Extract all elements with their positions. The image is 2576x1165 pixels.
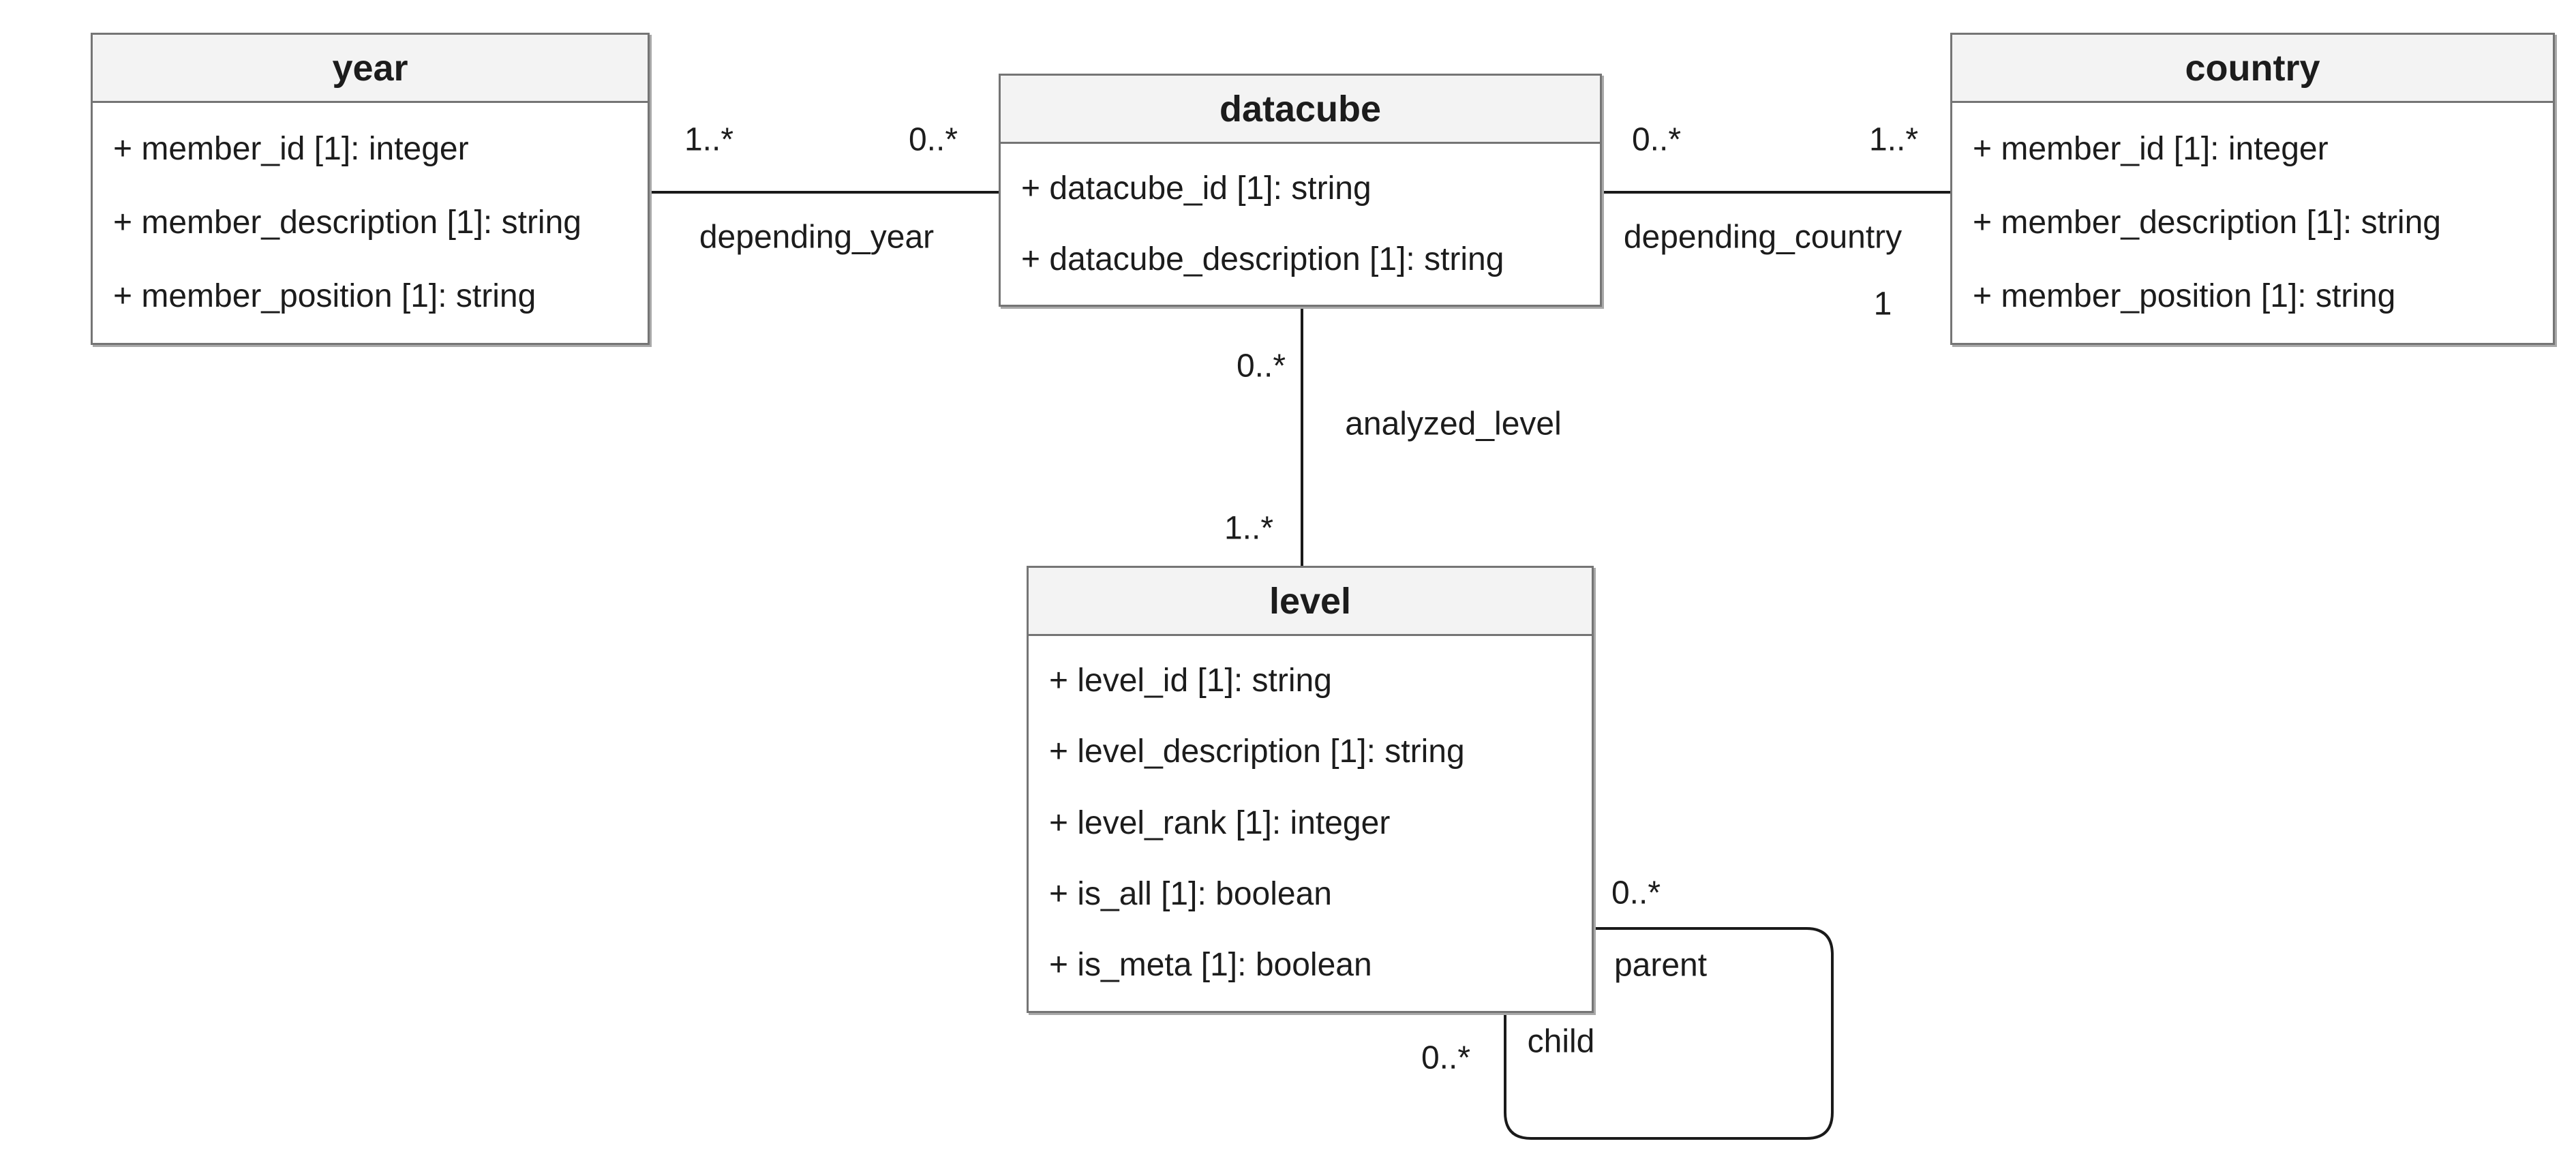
- role-label-child: child: [1527, 1023, 1595, 1060]
- multiplicity-analyzed-level-datacube-end: 0..*: [1236, 348, 1286, 384]
- attribute-datacube-id: + datacube_id [1]: string: [1021, 170, 1372, 207]
- class-attributes: + member_id [1]: integer + member_descri…: [93, 103, 648, 343]
- class-title-datacube: datacube: [1219, 88, 1382, 130]
- attribute-member-position: + member_position [1]: string: [113, 277, 536, 314]
- class-header: country: [1952, 35, 2553, 103]
- multiplicity-depending-country-country-end: 1..*: [1868, 121, 1919, 158]
- class-title-level: level: [1269, 580, 1352, 622]
- class-header: year: [93, 35, 648, 103]
- class-title-country: country: [2185, 47, 2320, 89]
- class-box-country: country + member_id [1]: integer + membe…: [1950, 33, 2555, 345]
- attribute-member-id: + member_id [1]: integer: [113, 130, 469, 167]
- attribute-level-description: + level_description [1]: string: [1049, 733, 1465, 770]
- class-box-level: level + level_id [1]: string + level_des…: [1027, 566, 1594, 1013]
- class-attributes: + member_id [1]: integer + member_descri…: [1952, 103, 2553, 343]
- multiplicity-self-loop-parent-end: 0..*: [1611, 875, 1661, 911]
- class-title-year: year: [332, 47, 408, 89]
- attribute-member-description: + member_description [1]: string: [1973, 204, 2441, 241]
- multiplicity-depending-year-year-end: 1..*: [684, 121, 734, 158]
- attribute-is-meta: + is_meta [1]: boolean: [1049, 947, 1372, 984]
- attribute-member-description: + member_description [1]: string: [113, 204, 581, 241]
- association-label-analyzed-level: analyzed_level: [1345, 406, 1562, 442]
- multiplicity-depending-year-datacube-end: 0..*: [908, 121, 958, 158]
- role-label-parent: parent: [1613, 947, 1708, 984]
- multiplicity-analyzed-level-level-end: 1..*: [1224, 510, 1274, 547]
- multiplicity-depending-country-datacube-end: 0..*: [1631, 121, 1682, 158]
- attribute-is-all: + is_all [1]: boolean: [1049, 875, 1332, 912]
- attribute-level-rank: + level_rank [1]: integer: [1049, 804, 1391, 841]
- multiplicity-depending-country-secondary: 1: [1873, 286, 1892, 322]
- attribute-member-id: + member_id [1]: integer: [1973, 130, 2329, 167]
- attribute-level-id: + level_id [1]: string: [1049, 662, 1332, 699]
- association-label-depending-country: depending_country: [1623, 219, 1903, 256]
- multiplicity-self-loop-child-end: 0..*: [1421, 1040, 1471, 1076]
- class-header: level: [1029, 568, 1592, 636]
- class-box-datacube: datacube + datacube_id [1]: string + dat…: [999, 74, 1602, 307]
- association-label-depending-year: depending_year: [699, 219, 935, 256]
- class-attributes: + level_id [1]: string + level_descripti…: [1029, 636, 1592, 1011]
- class-header: datacube: [1001, 76, 1600, 144]
- class-box-year: year + member_id [1]: integer + member_d…: [91, 33, 650, 345]
- attribute-member-position: + member_position [1]: string: [1973, 277, 2396, 314]
- class-attributes: + datacube_id [1]: string + datacube_des…: [1001, 144, 1600, 305]
- attribute-datacube-description: + datacube_description [1]: string: [1021, 241, 1504, 277]
